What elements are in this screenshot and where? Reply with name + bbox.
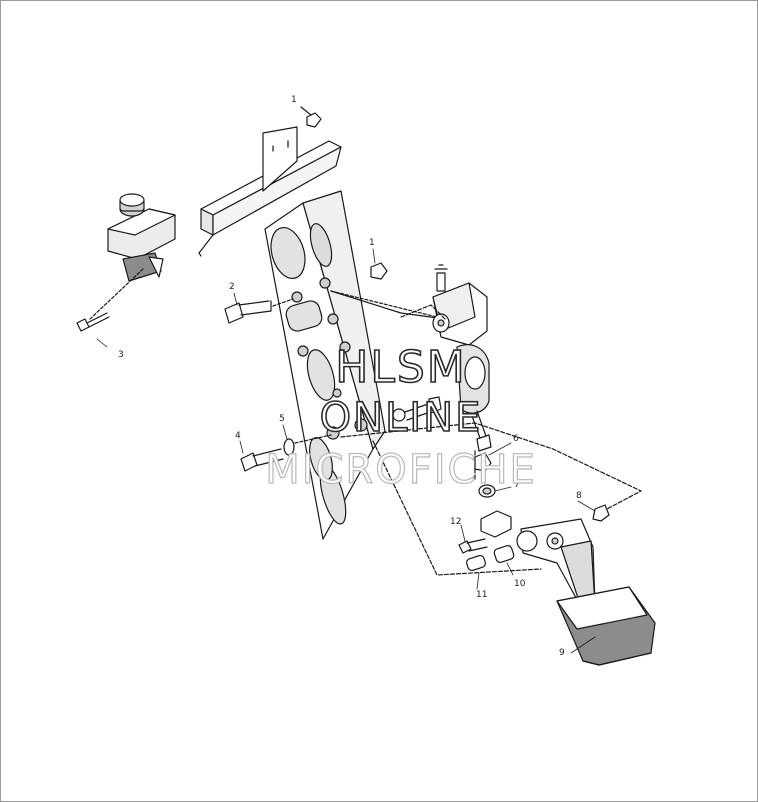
watermark-line-2: ONLINE <box>319 394 483 442</box>
callout-12: 12 <box>450 517 462 527</box>
callout-9: 9 <box>559 648 565 658</box>
washer-5 <box>283 434 332 456</box>
watermark-line-3: MICROFICHE <box>265 446 537 493</box>
nut-6 <box>474 452 492 472</box>
pin-12 <box>458 538 488 554</box>
callout-4: 4 <box>235 431 241 441</box>
callout-3: 3 <box>118 350 124 360</box>
master-cylinder <box>432 264 492 452</box>
clevis <box>480 510 512 538</box>
nut-1-top <box>300 106 322 128</box>
callout-8: 8 <box>576 491 582 501</box>
bolt-2 <box>224 298 294 324</box>
callout-2: 2 <box>229 282 235 292</box>
pedal-bracket <box>264 190 386 540</box>
callout-1-mid: 1 <box>369 238 375 248</box>
mounting-tab <box>262 126 298 192</box>
nut-8 <box>592 504 610 522</box>
assembly-guide-lines <box>340 304 642 576</box>
callout-11: 11 <box>476 590 488 600</box>
watermark-line-1: HLSM <box>334 342 467 394</box>
callout-5: 5 <box>279 414 285 424</box>
bushing-10 <box>493 545 515 563</box>
callout-6: 6 <box>513 434 519 444</box>
reservoir <box>89 193 176 320</box>
nut-1-mid <box>330 262 446 320</box>
callout-10: 10 <box>514 579 526 589</box>
bolt-4 <box>240 448 284 472</box>
bolt-3 <box>76 312 110 332</box>
bushing-11 <box>466 554 486 572</box>
callout-7: 7 <box>514 480 520 490</box>
brake-pedal <box>516 518 656 666</box>
leader-lines <box>96 248 596 654</box>
callout-1-top: 1 <box>291 95 297 105</box>
pivot-bolt <box>392 396 442 422</box>
